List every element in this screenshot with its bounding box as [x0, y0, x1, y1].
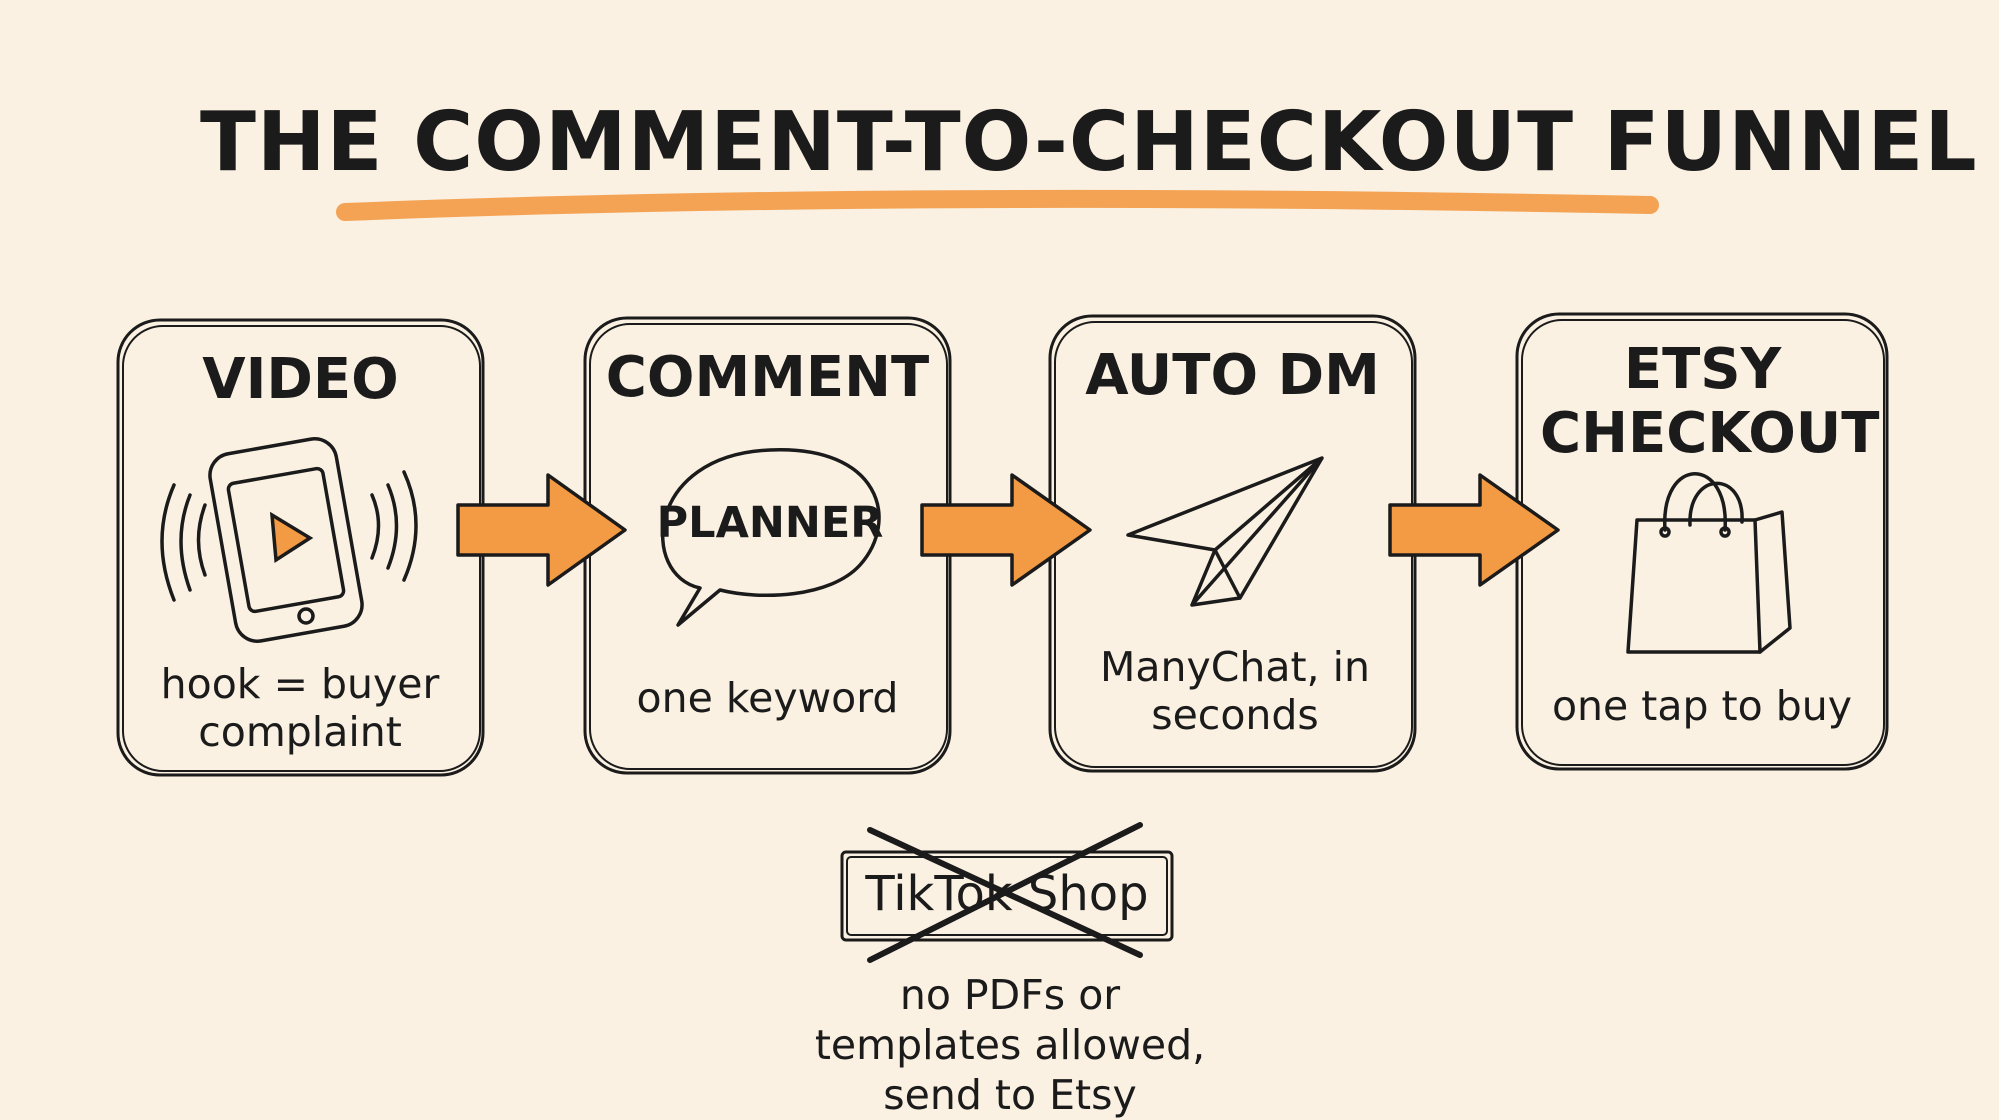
page-title: THE COMMENT-TO-CHECKOUT FUNNEL — [200, 95, 1978, 190]
paper-plane-icon — [1126, 456, 1324, 607]
speech-bubble-icon — [660, 448, 881, 627]
step-title-video: VIDEO — [202, 347, 399, 412]
tiktok-shop-crossed-box — [840, 850, 1174, 942]
arrow-auto-dm-to-etsy-checkout — [1388, 473, 1560, 587]
smartphone-play-icon — [160, 437, 418, 643]
step-caption-etsy-checkout: one tap to buy — [1551, 682, 1853, 730]
step-title-comment: COMMENT — [605, 345, 930, 410]
blocked-channel-label: TikTok Shop — [865, 866, 1149, 922]
arrow-comment-to-auto-dm — [920, 473, 1092, 587]
blocked-channel-note: no PDFs or templates allowed, send to Et… — [814, 971, 1206, 1119]
step-caption-auto-dm: ManyChat, in seconds — [1099, 643, 1370, 739]
step-caption-video: hook = buyer complaint — [160, 660, 440, 756]
arrow-video-to-comment — [456, 473, 627, 587]
title-underline — [336, 189, 1659, 221]
step-title-etsy-checkout: ETSY CHECKOUT — [1540, 337, 1880, 466]
step-caption-comment: one keyword — [636, 674, 899, 722]
step-title-auto-dm: AUTO DM — [1085, 343, 1380, 408]
cross-out-marks — [867, 822, 1143, 963]
shopping-bag-icon — [1626, 472, 1792, 654]
bubble-keyword: PLANNER — [656, 498, 884, 548]
